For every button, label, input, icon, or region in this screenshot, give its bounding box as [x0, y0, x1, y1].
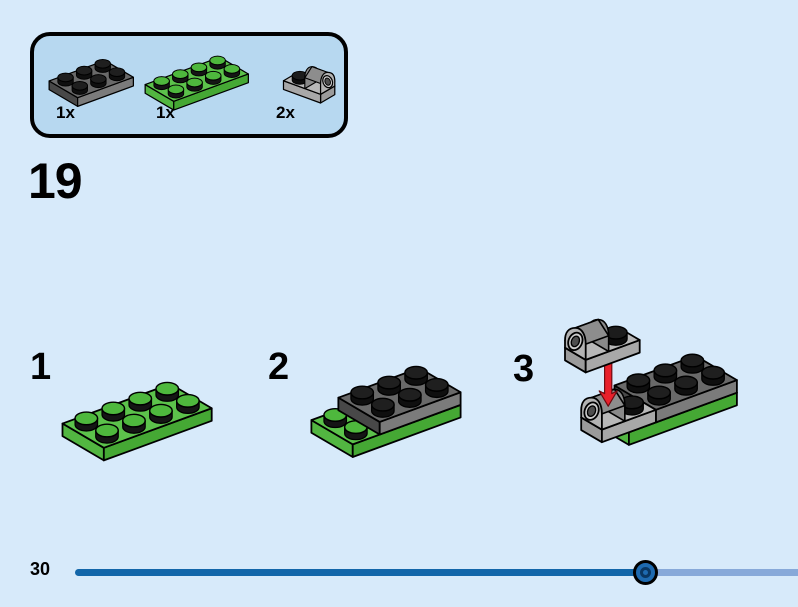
substep-2-label: 2 [268, 346, 290, 388]
substep-2-illustration [310, 365, 462, 458]
part-count-ring-plate: 2x [276, 103, 295, 122]
part-gray-1x2-ring-plate-illustration [282, 66, 336, 104]
substep-1-label: 1 [30, 346, 52, 388]
part-count-green-plate: 1x [156, 103, 175, 122]
substep-3-label: 3 [513, 348, 535, 390]
step-number: 19 [28, 153, 83, 209]
progress-bar-completed[interactable] [75, 569, 646, 576]
part-dark-gray-2x3-plate-illustration [48, 58, 135, 107]
parts-callout-panel: 1x 1x 2x [30, 32, 348, 138]
part-count-dark-gray-plate: 1x [56, 103, 75, 122]
part-green-2x4-plate-illustration [144, 55, 249, 111]
substep-3-illustration [564, 318, 738, 446]
progress-knob[interactable] [633, 560, 658, 585]
progress-bar-remaining[interactable] [646, 569, 798, 576]
page-number: 30 [30, 559, 51, 579]
substep-1-illustration [61, 381, 213, 462]
progress-knob-inner-ring [640, 567, 651, 578]
